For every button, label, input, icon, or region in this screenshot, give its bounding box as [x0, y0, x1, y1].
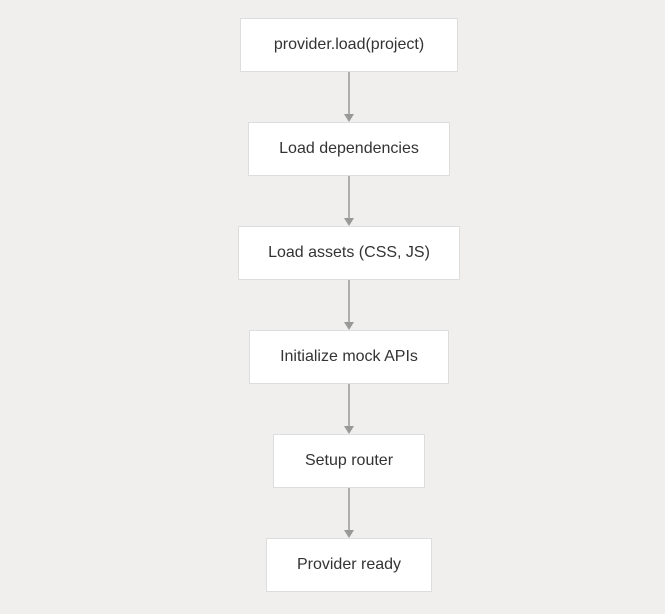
- edge-provider-load-to-load-dependencies: [344, 72, 354, 122]
- node-setup-router: Setup router: [273, 434, 425, 488]
- edge-arrowhead: [344, 218, 354, 226]
- node-label: Setup router: [304, 452, 394, 469]
- node-label: provider.load(project): [273, 36, 425, 53]
- edge-arrowhead: [344, 322, 354, 330]
- node-init-mock-apis: Initialize mock APIs: [249, 330, 449, 384]
- edge-arrowhead: [344, 114, 354, 122]
- edge-arrowhead: [344, 530, 354, 538]
- node-label: Initialize mock APIs: [280, 348, 418, 365]
- edge-load-dependencies-to-load-assets: [344, 176, 354, 226]
- node-label: Load assets (CSS, JS): [268, 244, 430, 261]
- node-provider-load: provider.load(project): [240, 18, 458, 72]
- node-load-assets: Load assets (CSS, JS): [238, 226, 460, 280]
- edge-setup-router-to-provider-ready: [344, 488, 354, 538]
- node-label: Provider ready: [296, 556, 402, 573]
- edge-arrowhead: [344, 426, 354, 434]
- node-provider-ready: Provider ready: [266, 538, 432, 592]
- edge-load-assets-to-init-mock-apis: [344, 280, 354, 330]
- node-load-dependencies: Load dependencies: [248, 122, 450, 176]
- edge-init-mock-apis-to-setup-router: [344, 384, 354, 434]
- node-label: Load dependencies: [279, 140, 419, 157]
